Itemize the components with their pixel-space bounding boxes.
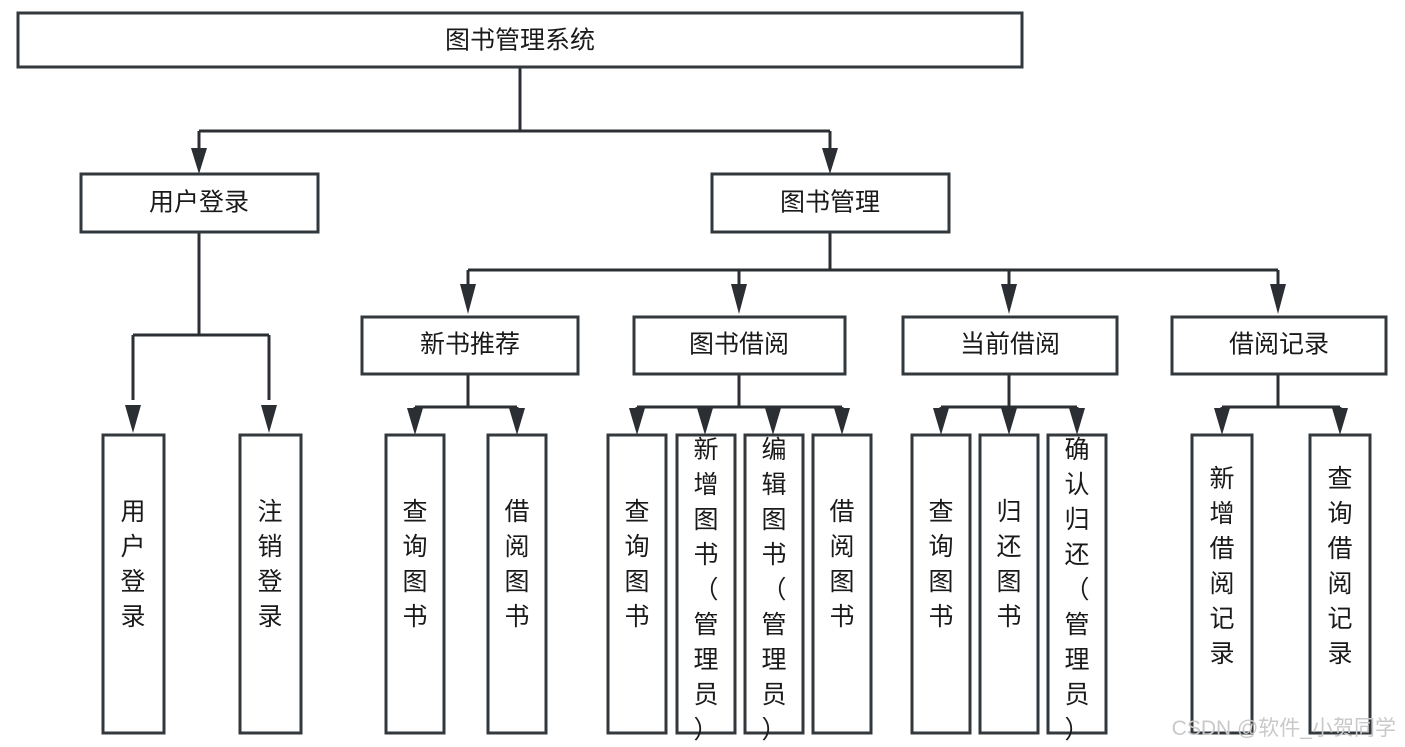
watermark-label: CSDN @软件_小贺同学 xyxy=(1172,717,1396,740)
node-leaf-add-record-label: 新增借阅记录 xyxy=(1209,465,1234,668)
arrow-to-newbook xyxy=(460,284,476,314)
arrow-record-leaf-2 xyxy=(1332,408,1348,435)
node-leaf-confirm-return[interactable]: 确认归还（管理员） xyxy=(1046,433,1108,744)
node-leaf-borrow-book-1[interactable]: 借阅图书 xyxy=(486,433,548,735)
node-leaf-add-record-box[interactable] xyxy=(1190,433,1254,735)
arrow-login-leaf-1 xyxy=(125,405,141,433)
node-borrow-box[interactable] xyxy=(632,315,847,376)
node-newbook-label: 新书推荐 xyxy=(420,331,520,359)
arrow-login-leaf-2 xyxy=(261,405,277,433)
node-leaf-confirm-return-box[interactable] xyxy=(1046,433,1108,735)
arrow-borrow-leaf-2 xyxy=(697,408,713,435)
edges-layer xyxy=(125,67,1348,435)
node-login-label: 用户登录 xyxy=(149,189,249,217)
node-login[interactable]: 用户登录 xyxy=(79,172,320,234)
node-leaf-user-login[interactable]: 用户登录 xyxy=(101,433,166,735)
node-leaf-return-book[interactable]: 归还图书 xyxy=(978,433,1040,735)
node-leaf-query-book-1[interactable]: 查询图书 xyxy=(384,433,446,735)
node-leaf-borrow-book-1-box[interactable] xyxy=(486,433,548,735)
node-leaf-query-book-3[interactable]: 查询图书 xyxy=(910,433,972,735)
node-bookmgmt-label: 图书管理 xyxy=(780,189,880,217)
node-record[interactable]: 借阅记录 xyxy=(1170,315,1388,376)
node-leaf-query-book-3-label: 查询图书 xyxy=(928,498,953,631)
node-borrow-label: 图书借阅 xyxy=(689,331,789,359)
arrow-to-record xyxy=(1270,284,1286,314)
node-leaf-add-book-label: 新增图书（管理员） xyxy=(693,436,718,744)
node-leaf-user-logout[interactable]: 注销登录 xyxy=(238,433,303,735)
node-leaf-query-book-1-box[interactable] xyxy=(384,433,446,735)
node-record-box[interactable] xyxy=(1170,315,1388,376)
node-leaf-borrow-book-2-label: 借阅图书 xyxy=(829,498,854,631)
node-leaf-user-logout-label: 注销登录 xyxy=(257,498,282,631)
node-leaf-user-login-label: 用户登录 xyxy=(120,498,145,631)
arrow-borrow-leaf-4 xyxy=(834,408,850,435)
node-leaf-query-book-3-box[interactable] xyxy=(910,433,972,735)
node-leaf-return-book-label: 归还图书 xyxy=(996,498,1021,631)
node-leaf-borrow-book-2[interactable]: 借阅图书 xyxy=(811,433,873,735)
arrow-record-leaf-1 xyxy=(1214,408,1230,435)
node-bookmgmt-box[interactable] xyxy=(710,172,951,234)
node-bookmgmt[interactable]: 图书管理 xyxy=(710,172,951,234)
arrow-current-leaf-2 xyxy=(1001,408,1017,435)
node-leaf-edit-book-box[interactable] xyxy=(743,433,805,735)
node-current-box[interactable] xyxy=(901,315,1119,376)
node-leaf-query-book-1-label: 查询图书 xyxy=(402,498,427,631)
arrow-to-borrow xyxy=(731,284,747,314)
node-leaf-add-record[interactable]: 新增借阅记录 xyxy=(1190,433,1254,735)
node-login-box[interactable] xyxy=(79,172,320,234)
node-current[interactable]: 当前借阅 xyxy=(901,315,1119,376)
arrow-current-leaf-3 xyxy=(1069,408,1085,435)
node-current-label: 当前借阅 xyxy=(960,331,1060,359)
node-newbook-box[interactable] xyxy=(360,315,580,376)
node-record-label: 借阅记录 xyxy=(1229,331,1329,359)
node-leaf-query-record-box[interactable] xyxy=(1308,433,1372,735)
arrow-borrow-leaf-3 xyxy=(765,408,781,435)
node-leaf-user-logout-box[interactable] xyxy=(238,433,303,735)
node-leaf-add-book-box[interactable] xyxy=(675,433,737,735)
node-leaf-add-book[interactable]: 新增图书（管理员） xyxy=(675,433,737,744)
node-leaf-query-record-label: 查询借阅记录 xyxy=(1327,465,1352,668)
arrow-to-login xyxy=(191,148,207,174)
arrow-to-current xyxy=(1001,284,1017,314)
node-root-label: 图书管理系统 xyxy=(445,27,595,55)
arrow-to-bookmgmt xyxy=(822,148,838,174)
arrow-borrow-leaf-1 xyxy=(629,408,645,435)
node-root-box[interactable] xyxy=(16,11,1024,69)
node-leaf-query-book-2-label: 查询图书 xyxy=(624,498,649,631)
node-leaf-borrow-book-1-label: 借阅图书 xyxy=(504,498,529,631)
node-leaf-confirm-return-label: 确认归还（管理员） xyxy=(1064,436,1089,744)
node-leaf-query-record[interactable]: 查询借阅记录 xyxy=(1308,433,1372,735)
node-leaf-borrow-book-2-box[interactable] xyxy=(811,433,873,735)
node-leaf-edit-book[interactable]: 编辑图书（管理员） xyxy=(743,433,805,744)
node-newbook[interactable]: 新书推荐 xyxy=(360,315,580,376)
node-leaf-query-book-2[interactable]: 查询图书 xyxy=(606,433,668,735)
arrow-newbook-leaf-2 xyxy=(509,408,525,435)
node-leaf-return-book-box[interactable] xyxy=(978,433,1040,735)
node-leaf-edit-book-label: 编辑图书（管理员） xyxy=(761,436,786,744)
arrow-current-leaf-1 xyxy=(933,408,949,435)
node-leaf-query-book-2-box[interactable] xyxy=(606,433,668,735)
arrow-newbook-leaf-1 xyxy=(407,408,423,435)
node-root[interactable]: 图书管理系统 xyxy=(16,11,1024,69)
node-borrow[interactable]: 图书借阅 xyxy=(632,315,847,376)
node-leaf-user-login-box[interactable] xyxy=(101,433,166,735)
